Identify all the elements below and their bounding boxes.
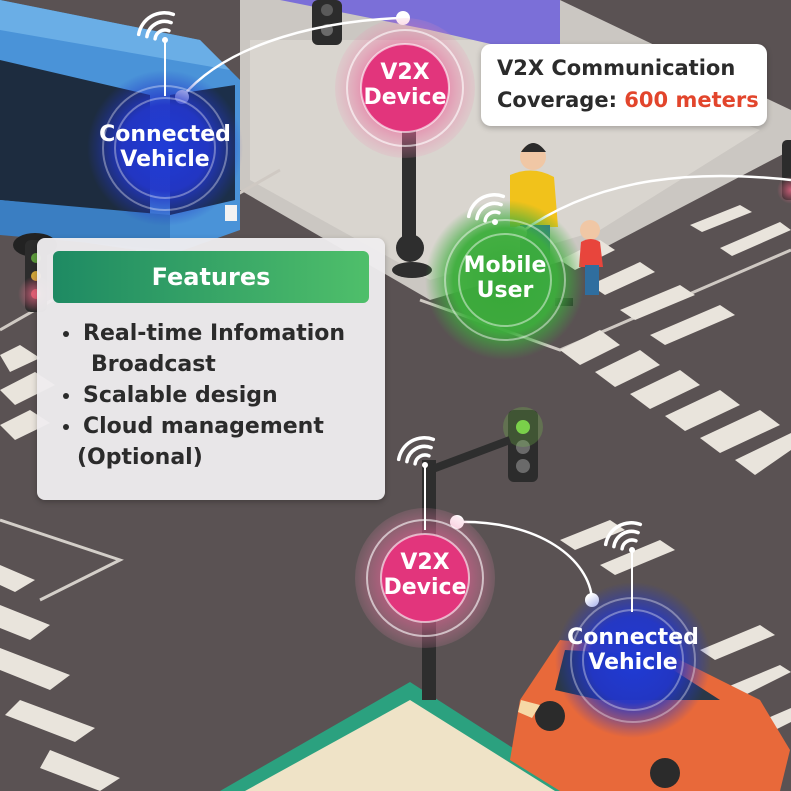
wifi-icon xyxy=(466,193,506,225)
connected-vehicle-top-line1: Connected xyxy=(99,122,231,147)
coverage-value: 600 meters xyxy=(624,88,759,112)
mobile-user-line1: Mobile xyxy=(463,253,547,278)
connected-vehicle-bottom-line1: Connected xyxy=(567,625,699,650)
features-panel: Features Real-time Infomation Broadcast … xyxy=(37,238,385,500)
mobile-user-node xyxy=(425,200,585,360)
v2x-device-bottom-node xyxy=(355,508,495,648)
coverage-line: Coverage: 600 meters xyxy=(497,88,759,112)
feature-item: Real-time Infomation Broadcast xyxy=(61,318,345,380)
feature-item: Scalable design xyxy=(61,380,345,411)
wifi-icon xyxy=(603,521,643,553)
connected-vehicle-top-label: Connected Vehicle xyxy=(95,122,235,173)
feature-item-line2: Broadcast xyxy=(91,352,216,377)
connected-vehicle-bottom-line2: Vehicle xyxy=(588,650,678,676)
v2x-device-top-line1: V2X xyxy=(380,60,430,85)
features-list: Real-time Infomation Broadcast Scalable … xyxy=(61,318,345,473)
coverage-prefix: Coverage: xyxy=(497,88,617,112)
v2x-device-bottom-line2: Device xyxy=(383,575,467,601)
features-title: Features xyxy=(53,251,369,303)
feature-item-line1: Scalable design xyxy=(83,383,278,408)
connected-vehicle-top-line2: Vehicle xyxy=(120,147,210,173)
v2x-device-bottom-line1: V2X xyxy=(400,550,450,575)
v2x-device-top-node xyxy=(335,18,475,158)
coverage-callout: V2X Communication Coverage: 600 meters xyxy=(481,44,767,126)
coverage-title: V2X Communication xyxy=(497,56,736,80)
wifi-icon xyxy=(396,436,436,468)
v2x-device-top-line2: Device xyxy=(363,85,447,111)
feature-item-line1: Cloud management xyxy=(83,414,324,439)
v2x-device-top-label: V2X Device xyxy=(355,60,455,111)
feature-item: Cloud management (Optional) xyxy=(61,411,345,473)
mobile-user-line2: User xyxy=(476,278,534,304)
connected-vehicle-bottom-label: Connected Vehicle xyxy=(563,625,703,676)
feature-item-line2: (Optional) xyxy=(77,445,203,470)
feature-item-line1: Real-time Infomation xyxy=(83,321,346,346)
mobile-user-label: Mobile User xyxy=(445,253,565,304)
v2x-device-bottom-label: V2X Device xyxy=(375,550,475,601)
